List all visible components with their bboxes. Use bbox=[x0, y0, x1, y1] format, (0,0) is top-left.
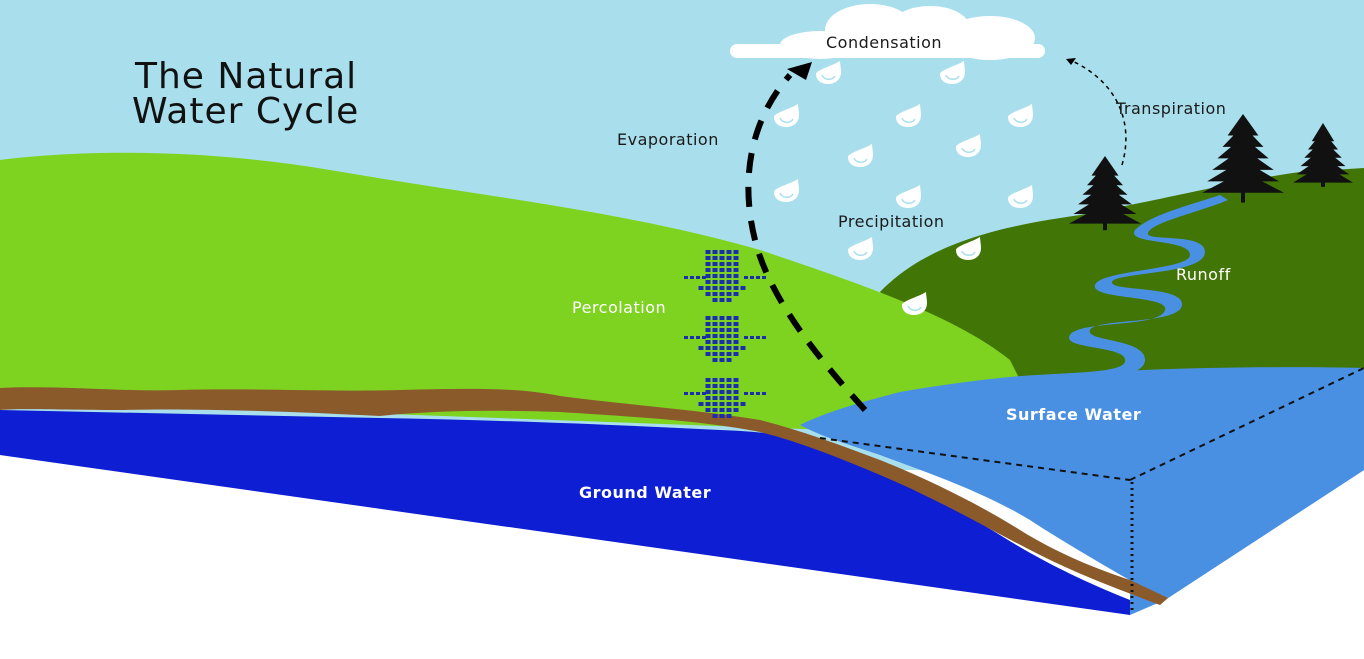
percolation-arrows bbox=[684, 250, 766, 418]
tree-icon bbox=[1202, 114, 1284, 203]
raindrop-icon bbox=[848, 237, 873, 260]
label-runoff: Runoff bbox=[1176, 265, 1231, 284]
block-edge-top bbox=[819, 437, 1131, 481]
evaporation-arrow bbox=[745, 73, 868, 413]
transpiration-arrowhead bbox=[1066, 58, 1076, 65]
raindrop-icon bbox=[896, 185, 921, 208]
percolation-arrow-icon bbox=[684, 378, 766, 418]
precipitation-drops bbox=[774, 61, 1033, 315]
raindrop-icon bbox=[816, 61, 841, 84]
label-transpiration: Transpiration bbox=[1115, 99, 1226, 118]
runoff-river bbox=[995, 195, 1228, 388]
raindrop-icon bbox=[1008, 104, 1033, 127]
raindrop-icon bbox=[940, 61, 965, 84]
base-white bbox=[0, 455, 1364, 659]
label-surface-water: Surface Water bbox=[1006, 405, 1141, 424]
raindrop-icon bbox=[902, 292, 927, 315]
title-line-2: Water Cycle bbox=[132, 91, 359, 132]
label-evaporation: Evaporation bbox=[617, 130, 719, 149]
surface-water-side bbox=[1130, 368, 1364, 615]
tree-icon bbox=[1069, 156, 1141, 231]
evaporation-arrowhead bbox=[787, 62, 812, 80]
label-condensation: Condensation bbox=[826, 33, 942, 52]
raindrop-icon bbox=[896, 104, 921, 127]
raindrop-icon bbox=[956, 134, 981, 157]
raindrop-icon bbox=[1008, 185, 1033, 208]
label-ground-water: Ground Water bbox=[579, 483, 711, 502]
title-line-1: The Natural bbox=[134, 56, 357, 97]
soil-layer bbox=[0, 387, 1168, 605]
cloud bbox=[730, 4, 1045, 60]
label-precipitation: Precipitation bbox=[838, 212, 945, 231]
raindrop-icon bbox=[774, 104, 799, 127]
trees bbox=[1069, 114, 1353, 231]
raindrop-icon bbox=[848, 144, 873, 167]
raindrop-icon bbox=[774, 179, 799, 202]
percolation-arrow-icon bbox=[684, 316, 766, 362]
percolation-arrow-icon bbox=[684, 250, 766, 302]
raindrop-icon bbox=[956, 237, 981, 260]
tree-icon bbox=[1293, 123, 1353, 187]
transpiration-arrow bbox=[1069, 59, 1127, 166]
light-green-hill bbox=[0, 152, 1040, 430]
label-percolation: Percolation bbox=[572, 298, 666, 317]
